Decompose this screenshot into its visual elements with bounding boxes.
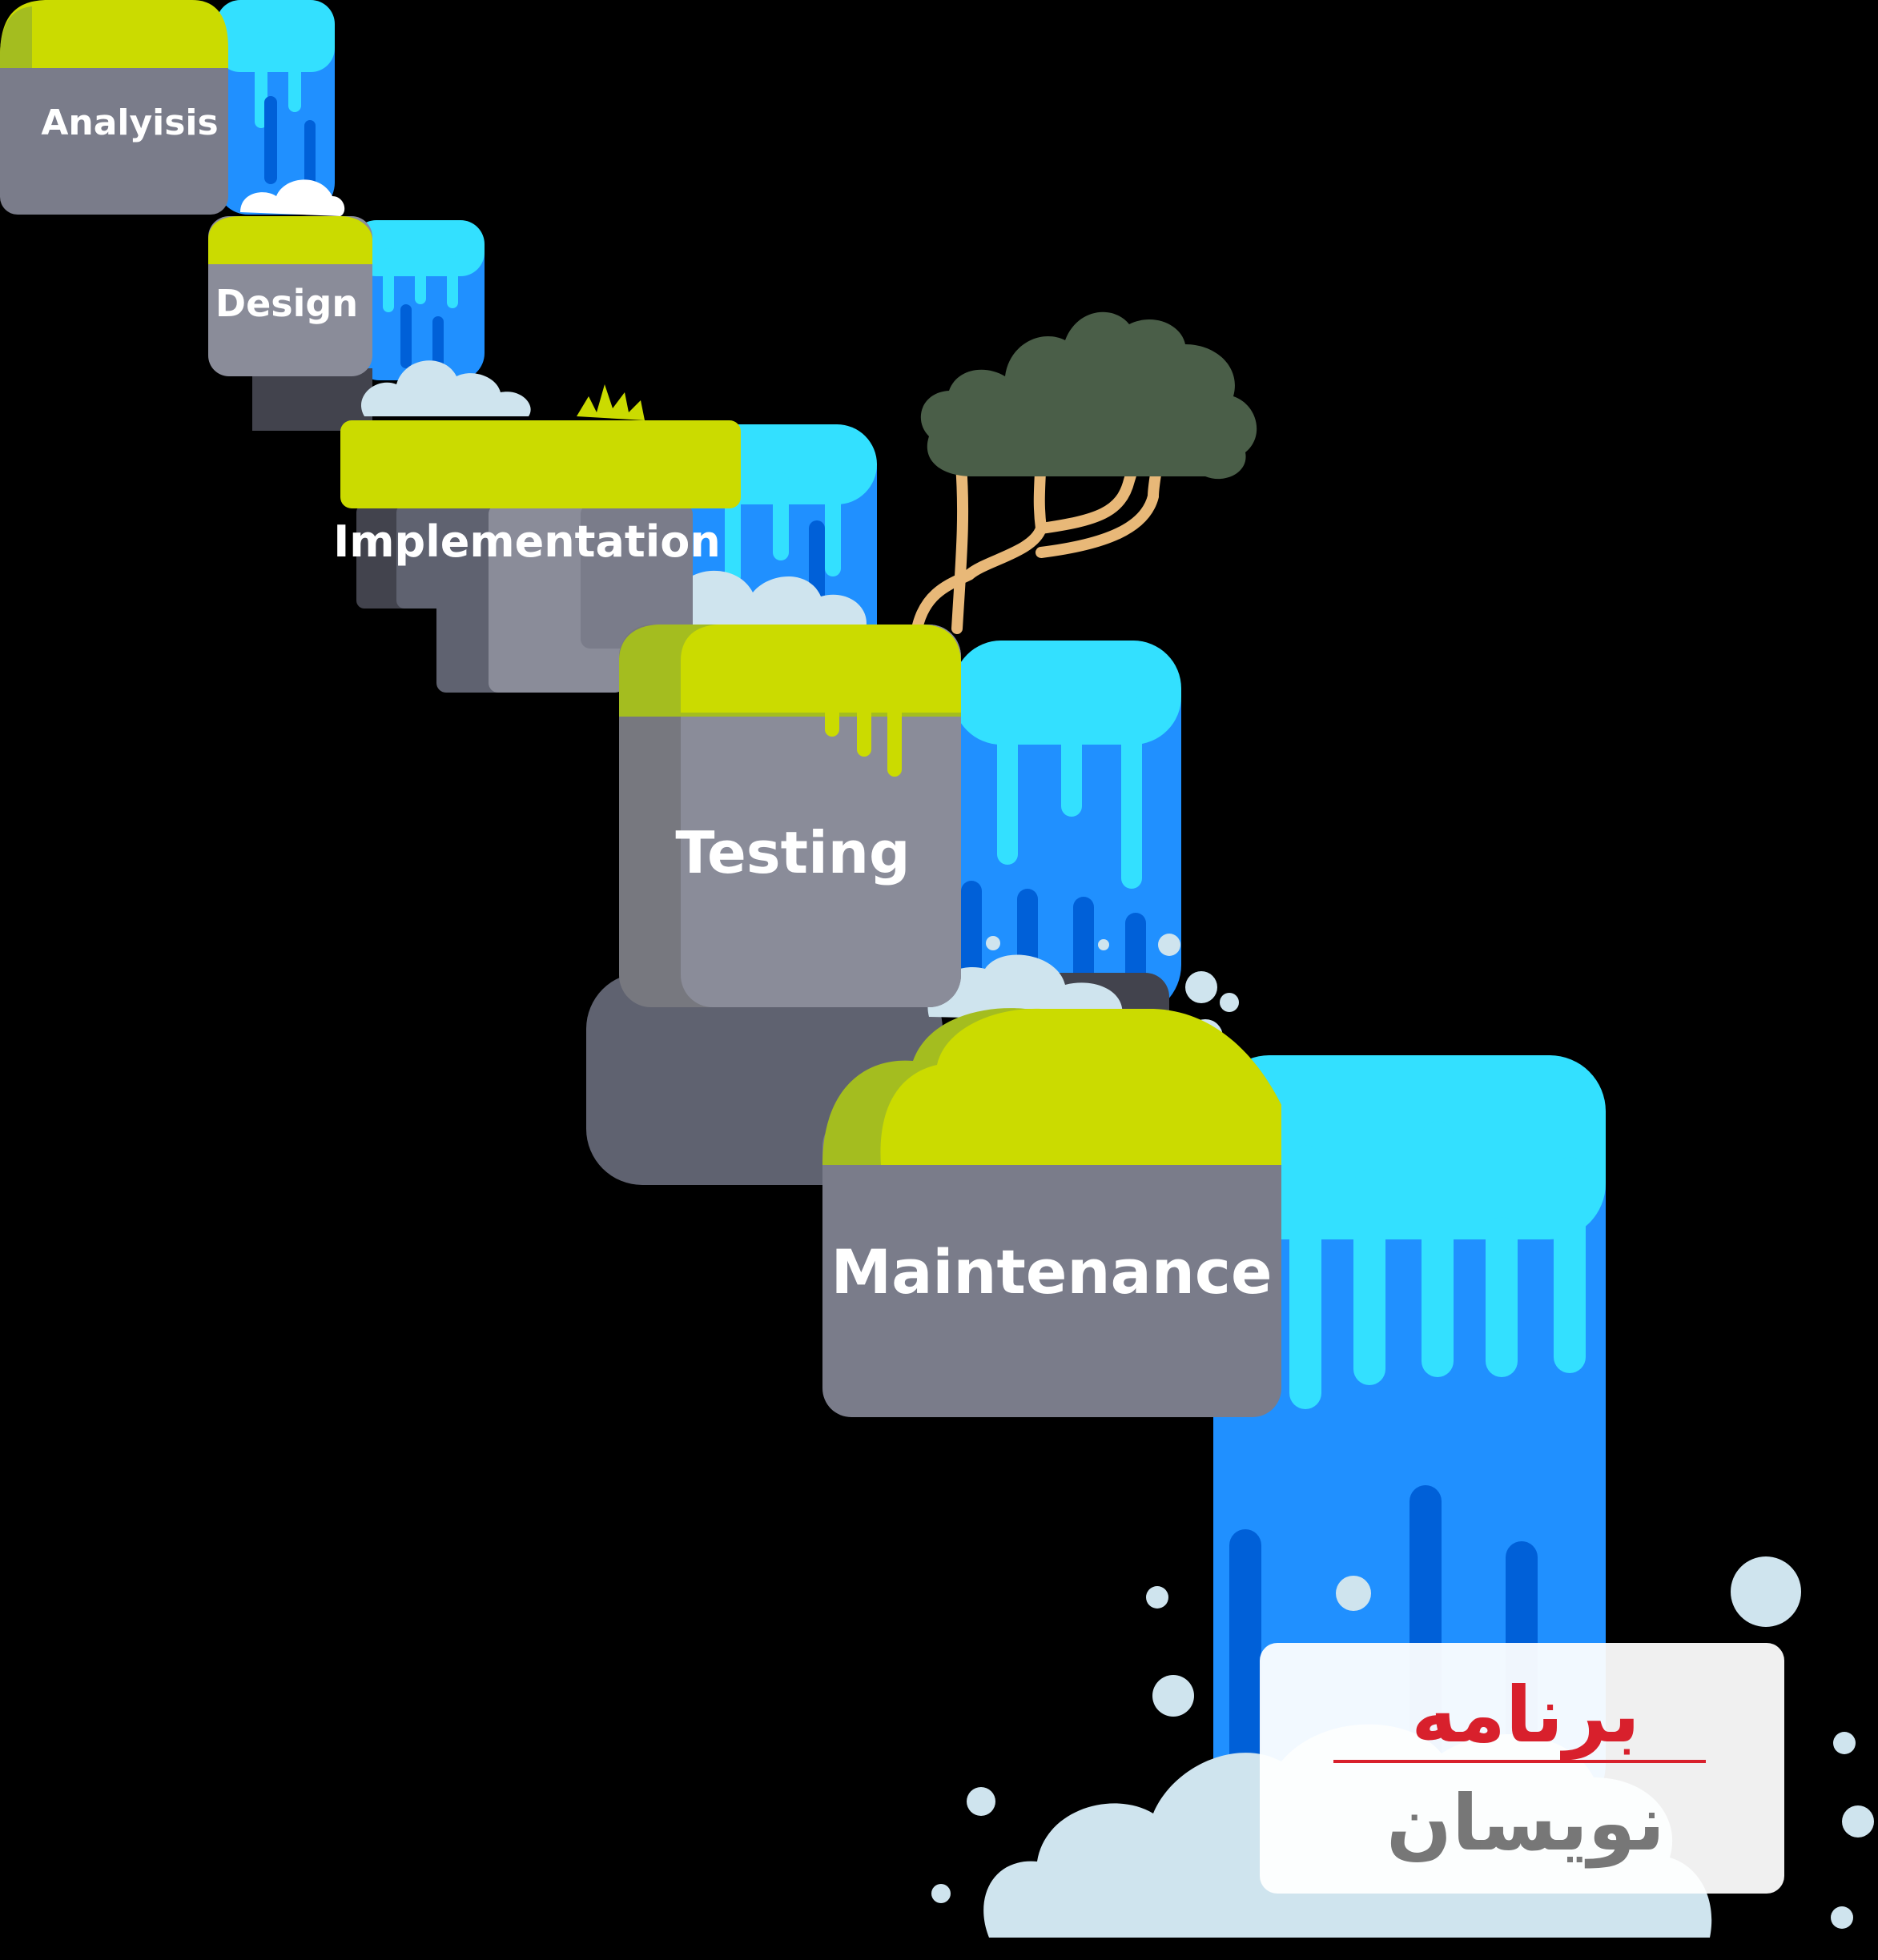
stage-label-implementation: Implementation <box>333 516 721 567</box>
watermark-logo: برنامه نویسان <box>1260 1643 1784 1894</box>
stage-analysis: Analyisis <box>0 0 345 216</box>
stage-maintenance: Maintenance <box>822 1008 1606 1824</box>
stage-label-analysis: Analyisis <box>41 102 218 143</box>
tree-icon <box>911 311 1257 634</box>
stage-label-testing: Testing <box>675 819 910 886</box>
watermark-line2: نویسان <box>1386 1778 1665 1869</box>
stage-label-maintenance: Maintenance <box>830 1236 1272 1307</box>
stage-design: Design <box>208 216 531 431</box>
watermark-line1: برنامه <box>1411 1670 1640 1760</box>
stage-label-design: Design <box>215 282 358 325</box>
stage-testing: Testing <box>586 625 1239 1185</box>
stage-implementation: Implementation <box>333 384 877 693</box>
